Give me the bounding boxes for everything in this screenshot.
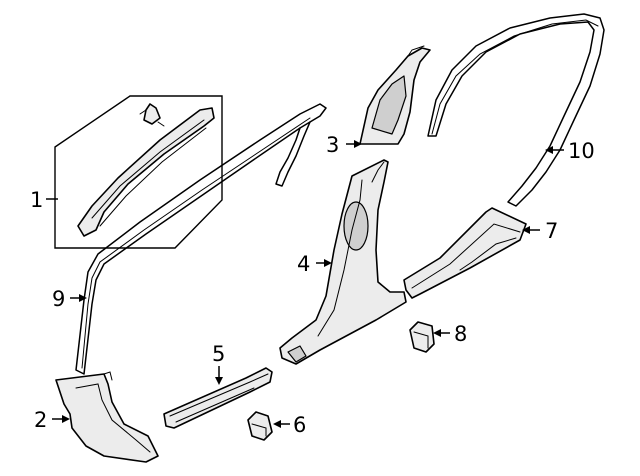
part-9-weatherstrip xyxy=(75,103,327,375)
callout-6-arrow xyxy=(273,420,281,428)
part-8-clip-detail xyxy=(413,331,429,349)
callout-2-label: 2 xyxy=(34,408,47,432)
part-10-weatherstrip xyxy=(427,13,605,207)
part-8-clip-body xyxy=(409,321,435,353)
part-2-trim-edge xyxy=(75,383,151,453)
callout-4-arrow xyxy=(324,259,332,267)
callout-7-arrow xyxy=(522,226,530,234)
part-7-plate-body xyxy=(403,207,527,299)
callout-8-label: 8 xyxy=(454,322,467,346)
callout-9-label: 9 xyxy=(52,287,65,311)
part-4-trim-top-edge xyxy=(371,161,385,183)
callout-5-arrow xyxy=(215,377,223,385)
part-7-plate-step xyxy=(459,237,517,271)
part-6-clip xyxy=(247,411,273,441)
callout-3-arrow xyxy=(354,140,362,148)
part-1-trim-body xyxy=(77,107,215,237)
part-2-trim-tab xyxy=(103,371,113,381)
callout-4-label: 4 xyxy=(297,252,310,276)
callout-7-label: 7 xyxy=(545,219,558,243)
callout-10-label: 10 xyxy=(568,139,595,163)
part-10-strip-inner xyxy=(431,19,599,135)
part-2-cowl-side-trim xyxy=(55,371,159,463)
callout-labels: 1 2 3 4 5 6 7 8 9 10 xyxy=(30,133,595,437)
part-3-trim-recess xyxy=(371,75,407,135)
part-5-plate-body xyxy=(163,367,273,429)
callout-5-label: 5 xyxy=(212,342,225,366)
part-1-clip-detail xyxy=(139,109,165,127)
part-8-clip xyxy=(409,321,435,353)
part-7-plate-edge xyxy=(411,223,521,289)
part-3-trim-top xyxy=(407,45,425,57)
part-1-detail-box xyxy=(54,95,223,249)
callout-8-arrow xyxy=(433,329,441,337)
callout-2-arrow xyxy=(62,415,70,423)
part-5-sill-plate xyxy=(163,367,273,429)
part-1-a-pillar-trim xyxy=(54,95,223,249)
callout-1-label: 1 xyxy=(30,188,43,212)
part-5-plate-edge xyxy=(169,373,269,417)
part-4-trim-bulge xyxy=(343,201,369,251)
part-9-strip-inner xyxy=(81,117,311,369)
part-6-clip-detail xyxy=(251,423,267,437)
callout-10-arrow xyxy=(545,146,553,154)
part-4-trim-crease xyxy=(317,179,363,337)
part-5-plate-ridge xyxy=(175,387,255,423)
part-1-trim-edge xyxy=(91,119,205,219)
part-4-trim-foot xyxy=(287,345,307,363)
part-9-strip-tail xyxy=(275,121,311,187)
part-1-clip xyxy=(143,103,161,125)
part-7-scuff-plate xyxy=(403,207,527,299)
part-4-trim-body xyxy=(279,159,407,365)
callout-leaders xyxy=(46,140,564,428)
part-4-center-pillar-trim xyxy=(279,159,407,365)
part-9-strip-outline xyxy=(75,103,327,375)
callout-9-arrow xyxy=(79,294,87,302)
callout-3-label: 3 xyxy=(326,133,339,157)
part-10-strip-outline xyxy=(427,13,605,207)
callout-6-label: 6 xyxy=(293,413,306,437)
part-1-trim-edge-2 xyxy=(99,127,207,227)
part-2-trim-body xyxy=(55,373,159,463)
part-3-upper-pillar-trim xyxy=(359,45,431,145)
